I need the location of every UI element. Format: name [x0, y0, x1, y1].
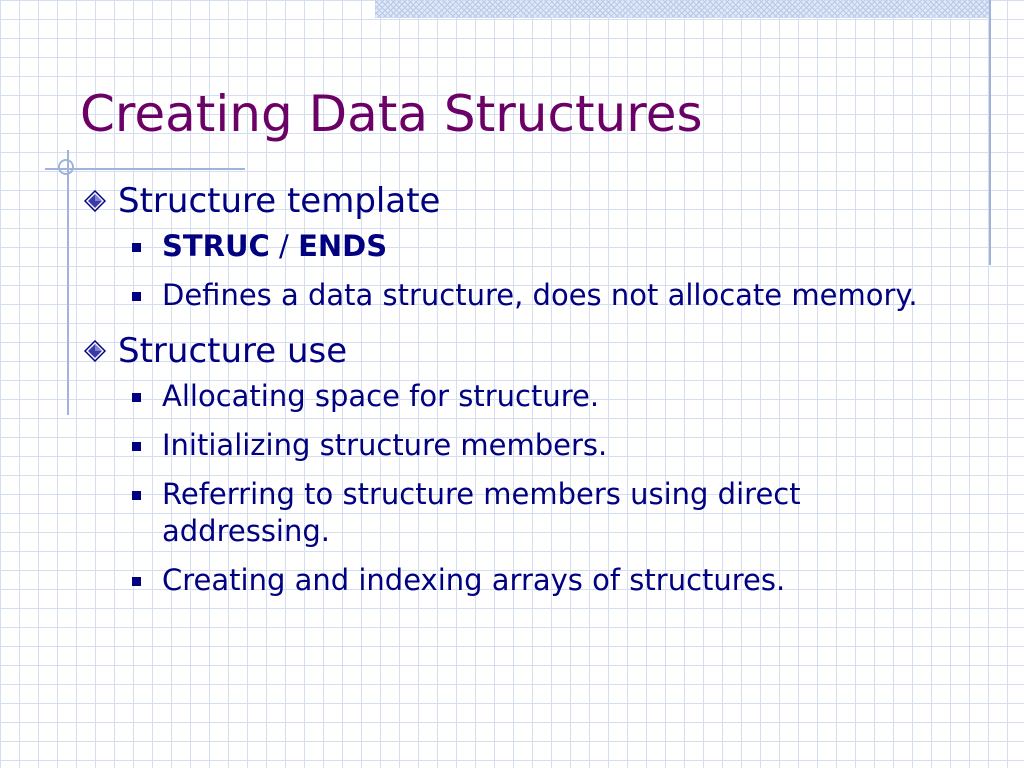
- bullet-structure-template: Structure template: [82, 181, 982, 222]
- sub-list-use: Allocating space for structure. Initiali…: [82, 378, 982, 598]
- square-bullet-icon: [132, 242, 141, 252]
- slide-title: Creating Data Structures: [80, 85, 703, 143]
- left-accent-line: [67, 150, 69, 415]
- title-underline: [45, 168, 245, 170]
- slide-body: Structure template STRUC / ENDS Defines …: [82, 181, 982, 616]
- right-accent-line: [989, 0, 991, 265]
- list-item: Initializing structure members.: [82, 427, 962, 464]
- square-bullet-icon: [132, 291, 141, 301]
- bullet-text: Structure use: [118, 331, 348, 372]
- bullet-text: Structure template: [118, 181, 441, 221]
- keyword-struc: STRUC: [162, 228, 270, 263]
- list-item-text: Referring to structure members using dir…: [162, 476, 801, 548]
- keyword-separator: /: [269, 228, 299, 263]
- keyword-ends: ENDS: [298, 228, 388, 263]
- ring-icon: [58, 159, 74, 175]
- list-item: Allocating space for structure.: [82, 378, 962, 415]
- list-item-text: Allocating space for structure.: [162, 379, 600, 414]
- list-item: Creating and indexing arrays of structur…: [82, 562, 962, 599]
- square-bullet-icon: [132, 393, 141, 403]
- list-item-text: Initializing structure members.: [162, 428, 608, 463]
- list-item: Referring to structure members using dir…: [82, 476, 962, 550]
- diamond-bullet-icon: [84, 340, 106, 363]
- top-pattern-band: [375, 0, 989, 18]
- list-item: Defines a data structure, does not alloc…: [82, 277, 962, 314]
- square-bullet-icon: [132, 576, 141, 586]
- square-bullet-icon: [132, 442, 141, 452]
- list-item: STRUC / ENDS: [82, 228, 962, 265]
- list-item-text: Creating and indexing arrays of structur…: [162, 562, 786, 597]
- list-item-text: Defines a data structure, does not alloc…: [162, 277, 918, 312]
- square-bullet-icon: [132, 490, 141, 500]
- bullet-structure-use: Structure use: [82, 331, 982, 372]
- diamond-bullet-icon: [84, 190, 106, 212]
- sub-list-template: STRUC / ENDS Defines a data structure, d…: [82, 228, 982, 314]
